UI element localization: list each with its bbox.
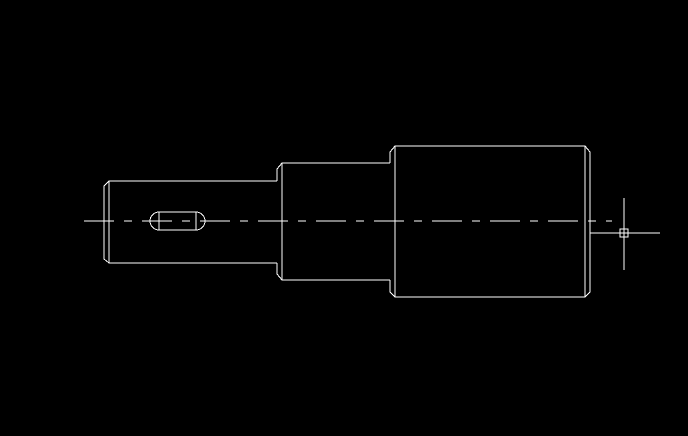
shaft-segment-right-outline xyxy=(389,145,591,298)
crosshair-pickbox xyxy=(619,228,629,238)
shaft-segment-left-outline xyxy=(103,180,277,264)
shaft-segment-middle-top xyxy=(276,162,390,181)
shaft-segment-left xyxy=(103,180,277,264)
shaft-segment-middle-bottom xyxy=(276,263,390,281)
crosshair-cursor[interactable] xyxy=(590,198,660,270)
